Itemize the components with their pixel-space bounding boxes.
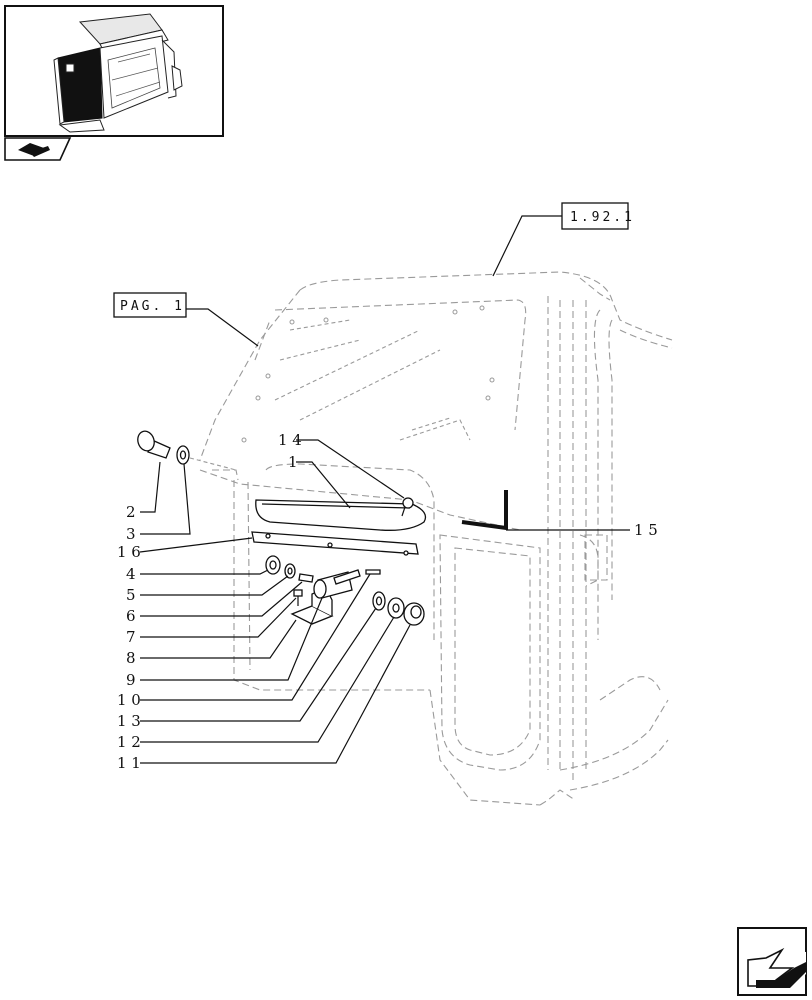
callout-1: 1 — [288, 453, 298, 471]
leader-lines — [139, 439, 630, 764]
svg-text:1.92.1: 1.92.1 — [570, 210, 635, 225]
part-washer — [176, 445, 237, 471]
callout-11: 1 1 — [117, 754, 141, 772]
svg-text:PAG. 1: PAG. 1 — [120, 299, 185, 314]
part-washer-13 — [372, 591, 386, 611]
ref-left-leader — [186, 308, 259, 347]
part-plate — [251, 531, 419, 556]
callout-labels: 2 3 1 6 4 5 6 7 8 9 1 0 1 3 1 2 1 1 1 4 … — [117, 431, 658, 772]
part-lever — [313, 569, 381, 599]
part-ring-5 — [284, 563, 296, 579]
next-page-arrow-icon[interactable] — [737, 927, 807, 996]
callout-12: 1 2 — [117, 733, 141, 751]
callout-8: 8 — [126, 649, 136, 667]
part-bolt — [137, 430, 171, 459]
ref-box-top[interactable]: 1.92.1 — [561, 202, 635, 230]
callout-10: 1 0 — [117, 691, 141, 709]
part-pin-6 — [298, 573, 314, 583]
callout-9: 9 — [126, 671, 136, 689]
part-washer-4 — [265, 555, 281, 575]
ref-box-left[interactable]: PAG. 1 — [113, 292, 187, 318]
part-screw — [401, 497, 414, 517]
ref-top-leader — [492, 215, 562, 277]
callout-3: 3 — [126, 525, 136, 543]
callout-15: 1 5 — [634, 521, 658, 539]
part-knob-11 — [403, 602, 425, 626]
callout-16: 1 6 — [117, 543, 141, 561]
callout-14: 1 4 — [278, 431, 302, 449]
part-bushing-12 — [387, 597, 405, 619]
book-return-icon[interactable] — [4, 137, 72, 161]
thumbnail-panel[interactable] — [4, 5, 224, 137]
part-handle — [255, 499, 427, 531]
callout-6: 6 — [126, 607, 136, 625]
callout-2: 2 — [126, 503, 136, 521]
tractor-cab-thumbnail — [53, 13, 183, 133]
callout-13: 1 3 — [117, 712, 141, 730]
part-screw-7 — [293, 589, 303, 606]
callout-4: 4 — [126, 565, 136, 583]
cab-phantom-outline — [199, 271, 673, 806]
part-seal-15 — [461, 488, 511, 533]
callout-7: 7 — [126, 628, 136, 646]
callout-5: 5 — [126, 586, 136, 604]
